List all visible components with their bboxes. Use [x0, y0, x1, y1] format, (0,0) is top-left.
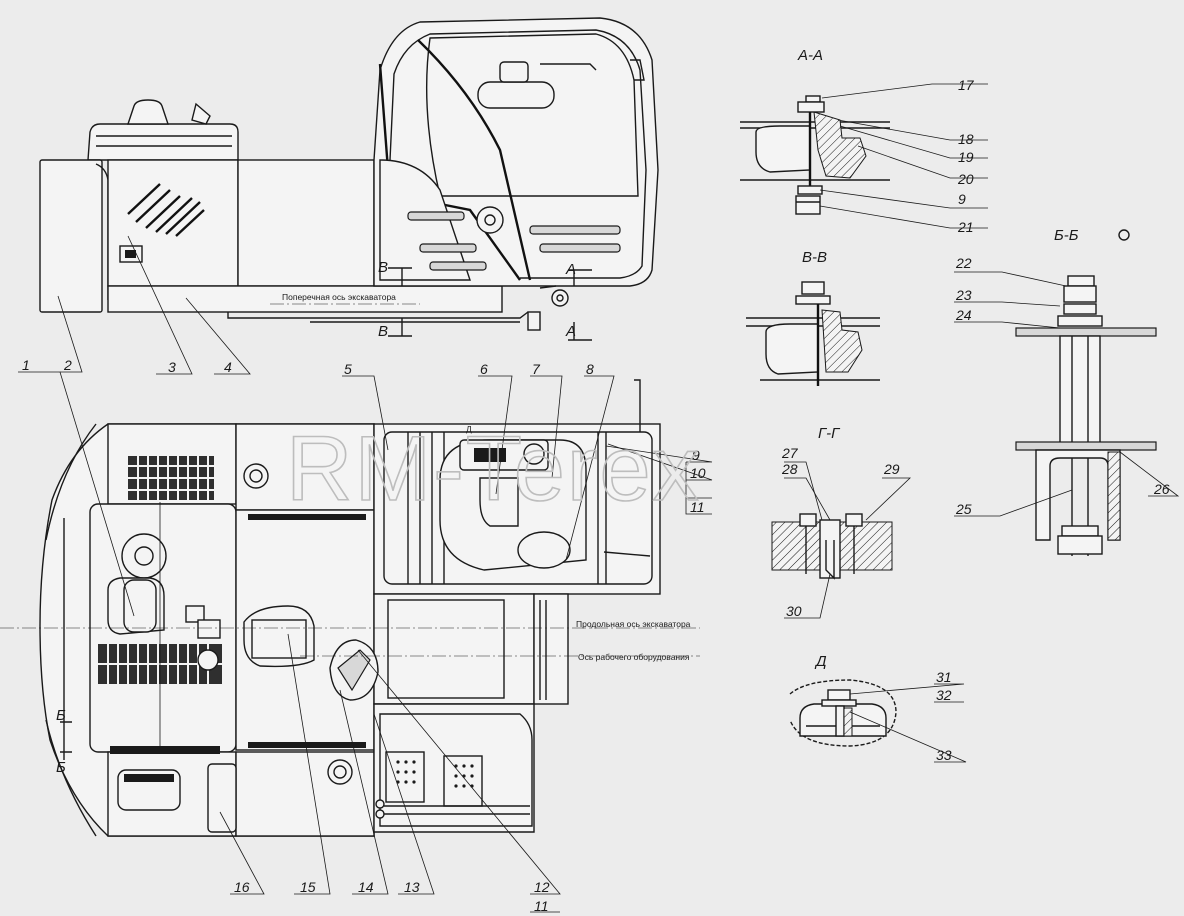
- section-mark-v-top: В: [378, 259, 388, 276]
- callout-32: 32: [936, 687, 952, 703]
- callout-22: 22: [955, 255, 972, 271]
- callout-17: 17: [958, 77, 975, 93]
- plan-mark-b-top: Б: [56, 707, 66, 724]
- callout-30: 30: [786, 603, 802, 619]
- side-view: В В А А Поперечная ось экскаватора: [39, 17, 659, 341]
- callout-12: 12: [534, 879, 550, 895]
- section-mark-v-bottom: В: [378, 323, 388, 340]
- callout-25: 25: [955, 501, 972, 517]
- callout-9: 9: [692, 447, 700, 463]
- plan-mark-b-bottom: Б: [56, 759, 66, 776]
- callout-31: 31: [936, 669, 952, 685]
- section-title-vv: В-В: [802, 249, 827, 266]
- watermark: RM-Terex: [286, 418, 701, 520]
- callout-21: 21: [957, 219, 974, 235]
- callout-8: 8: [586, 361, 594, 377]
- callout-33: 33: [936, 747, 952, 763]
- callout-28: 28: [781, 461, 798, 477]
- callout-13: 13: [404, 879, 420, 895]
- callout-26: 26: [1153, 481, 1170, 497]
- callouts: 1 2 3 4 5 6 7 8 9 10 11 12 11 13 14 15 1…: [22, 77, 1170, 914]
- section-title-bb: Б-Б: [1054, 227, 1079, 244]
- plan-view: Продольная ось экскаватора Ось рабочего …: [0, 379, 841, 837]
- section-bb: Б-Б: [1015, 227, 1157, 556]
- section-title-gg: Г-Г: [818, 425, 841, 442]
- section-vv: В-В: [746, 249, 880, 386]
- leader-lines: [18, 83, 1180, 913]
- callout-4: 4: [224, 359, 232, 375]
- callout-16: 16: [234, 879, 250, 895]
- callout-5: 5: [344, 361, 352, 377]
- callout-1: 1: [22, 357, 30, 373]
- callout-7: 7: [532, 361, 541, 377]
- callout-24: 24: [955, 307, 972, 323]
- detail-d: Д: [789, 653, 897, 747]
- callout-29: 29: [883, 461, 900, 477]
- work-equipment-axis-label: Ось рабочего оборудования: [578, 652, 690, 662]
- callout-3: 3: [168, 359, 176, 375]
- callout-20: 20: [957, 171, 974, 187]
- section-aa: А-А: [740, 47, 890, 215]
- callout-15: 15: [300, 879, 316, 895]
- callout-9b: 9: [958, 191, 966, 207]
- callout-14: 14: [358, 879, 374, 895]
- callout-10: 10: [690, 465, 706, 481]
- callout-27: 27: [781, 445, 799, 461]
- callout-2: 2: [63, 357, 72, 373]
- callout-11b: 11: [534, 898, 549, 914]
- callout-11: 11: [690, 499, 705, 515]
- section-title-aa: А-А: [797, 47, 823, 64]
- callout-18: 18: [958, 131, 974, 147]
- section-mark-a-bottom: А: [565, 323, 576, 340]
- section-gg: [771, 513, 893, 580]
- section-mark-a-top: А: [565, 261, 576, 278]
- callout-19: 19: [958, 149, 974, 165]
- transverse-axis-label: Поперечная ось экскаватора: [282, 292, 396, 302]
- callout-23: 23: [955, 287, 972, 303]
- section-title-d: Д: [814, 653, 827, 670]
- longitudinal-axis-label: Продольная ось экскаватора: [576, 619, 691, 629]
- plan-mark-d: Д: [466, 424, 472, 434]
- callout-6: 6: [480, 361, 488, 377]
